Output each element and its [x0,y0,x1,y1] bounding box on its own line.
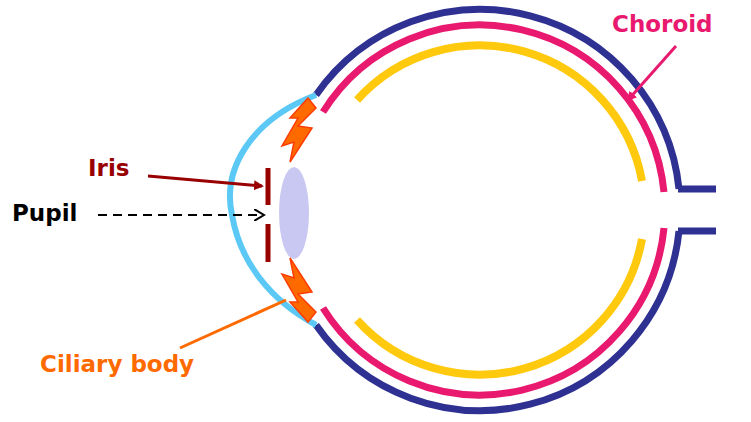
iris [266,168,271,262]
leader-line [148,176,262,186]
leader-line [628,46,676,100]
leader-line [98,214,264,216]
part-label: Ciliary body [40,352,194,377]
leader-line [180,300,286,348]
part-label: Iris [88,156,129,181]
part-label: Choroid [612,12,713,37]
choroid-layer [323,25,664,395]
part-label: Pupil [12,201,77,226]
lens [279,167,309,259]
ciliary-body [282,98,316,322]
cornea [230,95,316,325]
retina-layer [357,45,642,374]
sclera [316,9,716,410]
